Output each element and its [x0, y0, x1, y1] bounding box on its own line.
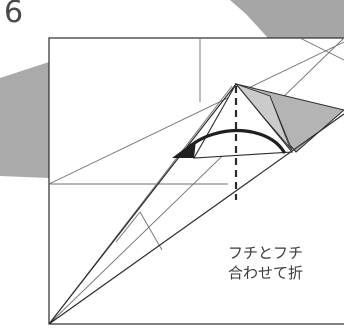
instruction-text: フチとフチ 合わせて折: [228, 243, 303, 283]
instruction-line-2: 合わせて折: [228, 264, 304, 282]
fold-arrow: [172, 128, 286, 158]
raised-flap: [193, 83, 294, 159]
step-number: 6: [4, 0, 24, 30]
folded-outline: [48, 83, 344, 325]
instruction-line-1: フチとフチ: [228, 244, 304, 262]
